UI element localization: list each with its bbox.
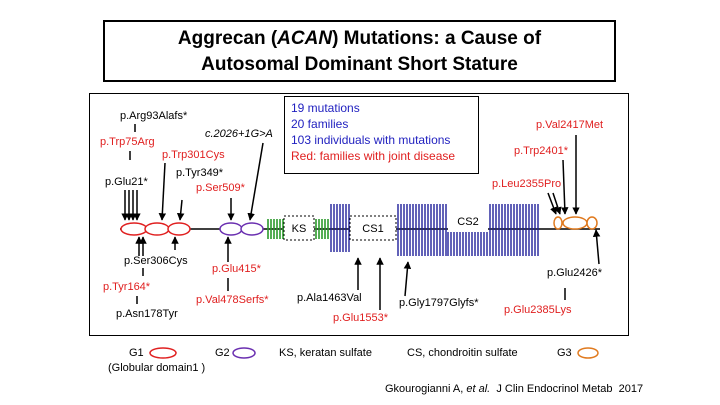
mutation-trp2401: p.Trp2401*	[514, 145, 569, 157]
mutation-glu2426: p.Glu2426*	[547, 267, 603, 279]
mutation-glu2385lys: p.Glu2385Lys	[504, 304, 572, 316]
ks-label: KS	[292, 223, 307, 235]
title-line-1: Aggrecan (ACAN) Mutations: a Cause of	[177, 28, 542, 49]
mutation-gly1797glyfs: p.Gly1797Glyfs*	[399, 297, 479, 309]
info-individuals: 103 individuals with mutations	[291, 133, 451, 147]
mutation-arg93alafs: p.Arg93Alafs*	[120, 110, 188, 122]
citation: Gkourogianni A, et al. J Clin Endocrinol…	[385, 383, 644, 395]
legend-g2: G2	[215, 347, 230, 359]
legend-g3-oval	[577, 347, 599, 359]
mutation-glu415: p.Glu415*	[212, 263, 262, 275]
g1-domain-3	[167, 222, 191, 236]
legend-ks: KS, keratan sulfate	[279, 347, 372, 359]
mutation-trp301cys: p.Trp301Cys	[162, 149, 225, 161]
title-line-2: Autosomal Dominant Short Stature	[201, 54, 518, 75]
mutation-tyr164: p.Tyr164*	[103, 281, 151, 293]
cs1-label: CS1	[362, 223, 383, 235]
mutation-ser509: p.Ser509*	[196, 182, 246, 194]
mutation-ser306cys: p.Ser306Cys	[124, 255, 188, 267]
g1-domain-2	[144, 222, 170, 236]
mutation-glu1553: p.Glu1553*	[333, 312, 389, 324]
mutation-asn178tyr: p.Asn178Tyr	[116, 308, 178, 320]
legend-g1-oval	[149, 347, 177, 359]
g2-domain-1	[219, 222, 243, 236]
ks-region-bars	[267, 219, 329, 239]
arrows-top	[121, 135, 580, 221]
g3-domain-3	[586, 216, 598, 230]
g3-domain-2	[562, 216, 588, 230]
info-families: 20 families	[291, 117, 349, 131]
mutation-tyr349: p.Tyr349*	[176, 167, 224, 179]
cs2-label: CS2	[457, 216, 478, 228]
info-joint-disease: Red: families with joint disease	[291, 149, 456, 163]
legend-cs: CS, chondroitin sulfate	[407, 347, 518, 359]
legend-g3: G3	[557, 347, 572, 359]
g3-domain-1	[553, 216, 563, 230]
legend-g2-oval	[232, 347, 256, 359]
ks-label-box	[283, 215, 315, 241]
arrows-bottom	[135, 229, 601, 310]
cs2-label-box	[448, 210, 488, 230]
mutation-leu2355pro: p.Leu2355Pro	[492, 178, 561, 190]
mutation-val478serfs: p.Val478Serfs*	[196, 294, 269, 306]
info-box: 19 mutations 20 families 103 individuals…	[284, 96, 479, 174]
mutation-trp75arg: p.Trp75Arg	[100, 136, 155, 148]
cs1-label-box	[349, 215, 397, 241]
mutation-ala1463val: p.Ala1463Val	[297, 292, 362, 304]
diagram-frame	[89, 93, 629, 336]
info-mutations: 19 mutations	[291, 101, 360, 115]
cs-region-bars	[330, 204, 539, 256]
title-box: Aggrecan (ACAN) Mutations: a Cause of Au…	[103, 20, 616, 82]
mutation-c2026: c.2026+1G>A	[205, 128, 273, 140]
mutation-val2417met: p.Val2417Met	[536, 119, 603, 131]
g1-domain-1	[120, 222, 148, 236]
legend-g1-desc: (Globular domain1 )	[108, 362, 205, 374]
mutation-glu21: p.Glu21*	[105, 176, 149, 188]
g2-domain-2	[240, 222, 264, 236]
legend-g1: G1	[129, 347, 144, 359]
